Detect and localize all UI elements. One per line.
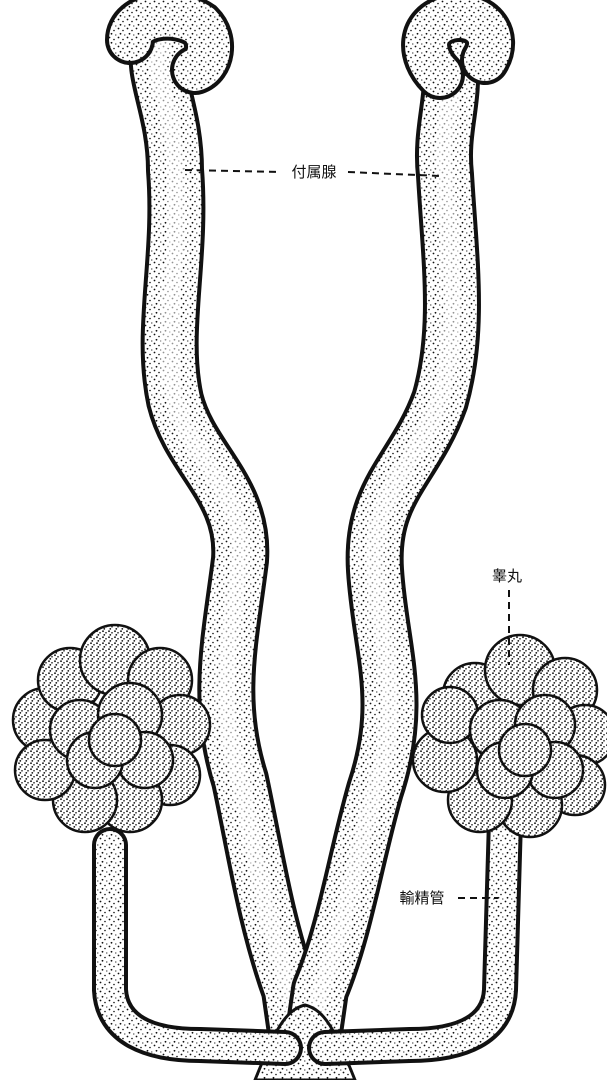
left-testis — [13, 625, 210, 832]
label-accessory-gland: 付属腺 — [291, 163, 336, 181]
label-testis: 睾丸 — [492, 567, 522, 585]
label-vas-deferens: 輸精管 — [399, 889, 444, 907]
right-testis — [413, 635, 607, 837]
